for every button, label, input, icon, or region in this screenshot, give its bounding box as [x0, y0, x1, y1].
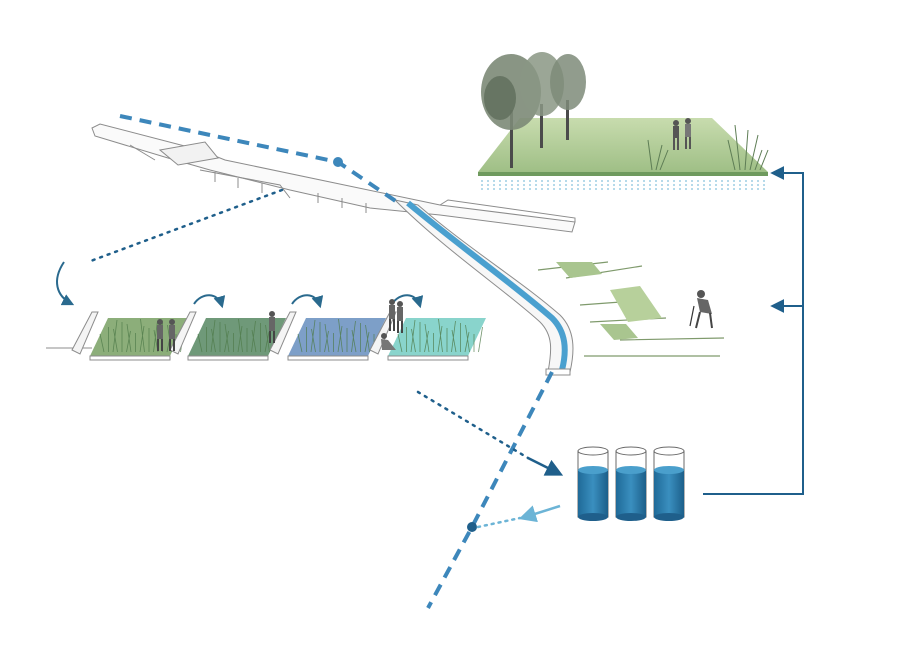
reed-cell-2 [169, 294, 324, 361]
person-figure-icon [169, 319, 175, 351]
irrigated-field [478, 52, 769, 190]
tree-icon [550, 54, 586, 140]
storage-tanks [577, 446, 685, 521]
wetland-cells [46, 294, 486, 361]
flow-arrow-icon [527, 456, 564, 476]
seepage-lines [481, 180, 765, 190]
storage-tank-1 [577, 446, 609, 521]
person-figure-icon [381, 333, 396, 350]
dotted-link-return [476, 516, 522, 529]
reed-cell-1 [71, 294, 226, 361]
reed-cell-4 [369, 311, 486, 361]
person-figure-icon [689, 290, 713, 329]
storage-tank-3 [653, 446, 685, 521]
bridge-structure [91, 123, 576, 233]
main-flow-path [119, 114, 554, 609]
flow-arrow-icon [56, 261, 75, 306]
reeds [647, 124, 769, 171]
person-figure-icon [389, 299, 395, 331]
flow-node-top [333, 157, 343, 167]
dotted-link-wetland [416, 390, 530, 460]
flow-arrow-icon [193, 294, 226, 309]
flow-arrow-icon [291, 294, 324, 309]
flow-arrow-icon [391, 294, 424, 309]
person-figure-icon [269, 311, 275, 343]
person-figure-icon [157, 319, 163, 351]
dotted-link-bridge [86, 188, 284, 264]
person-figure-icon [673, 118, 691, 150]
storage-tank-2 [615, 446, 647, 521]
flow-node-bottom [467, 522, 477, 532]
person-figure-icon [397, 301, 403, 333]
feedback-line [703, 166, 804, 495]
farm-plots [537, 261, 725, 357]
canal [393, 199, 574, 376]
flow-arrow-icon [518, 504, 561, 523]
